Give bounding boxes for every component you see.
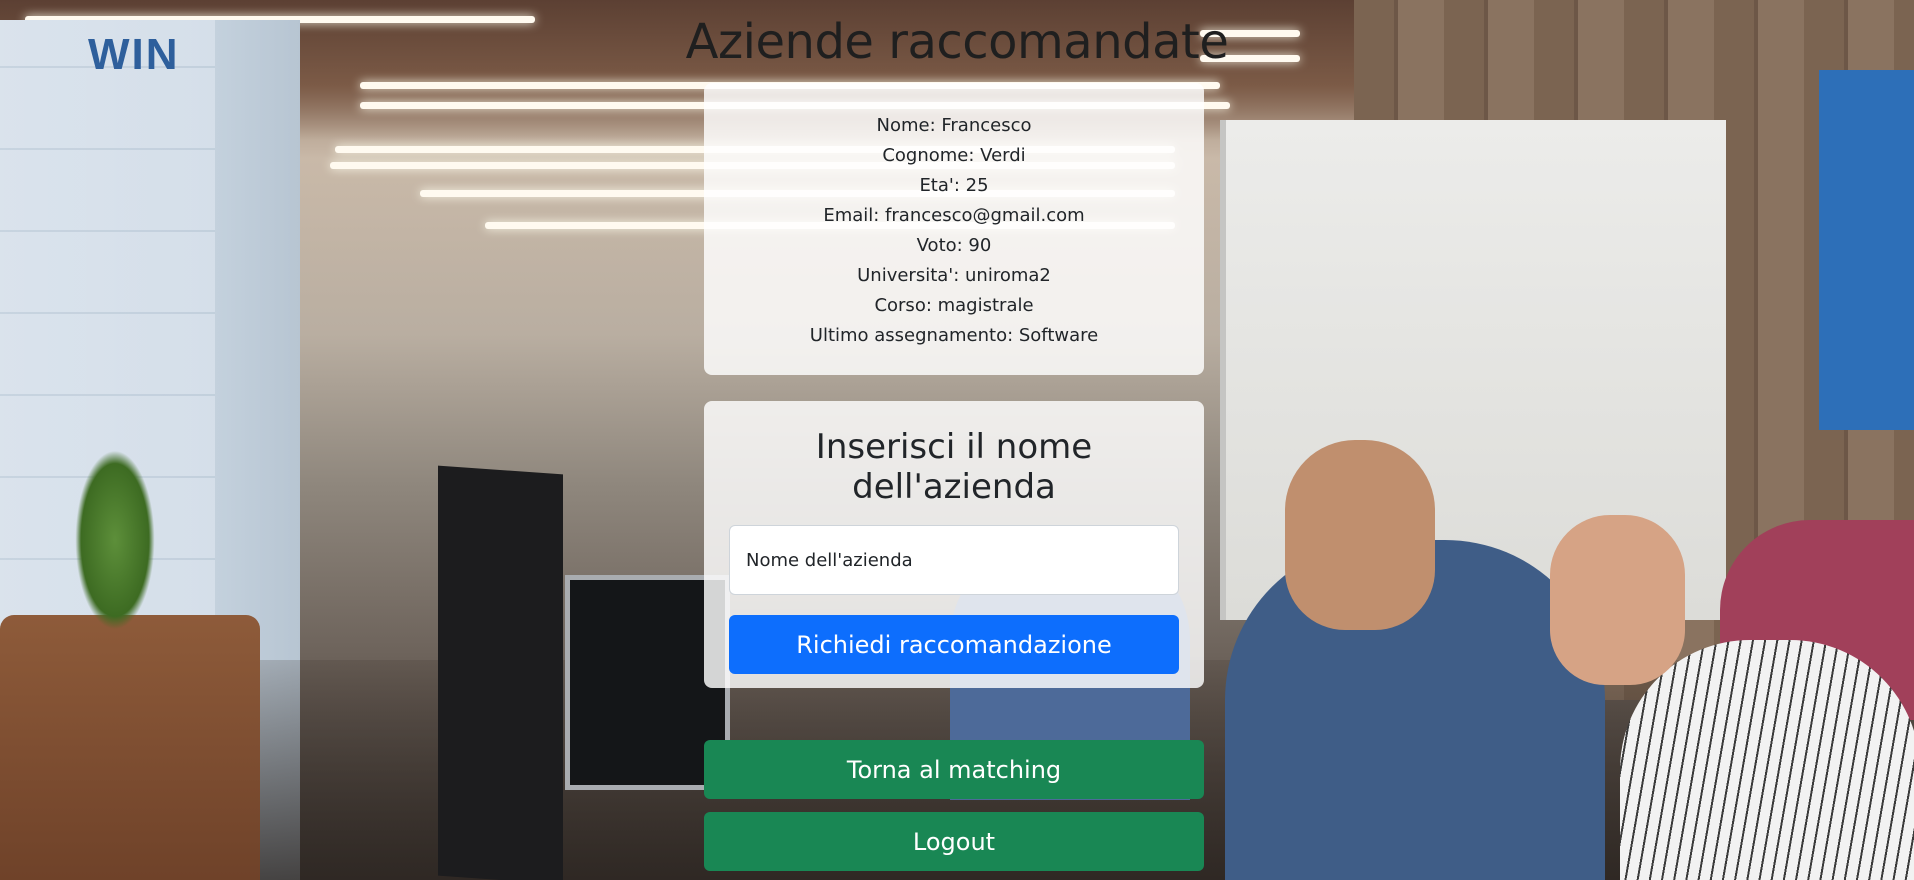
profile-course: Corso: magistrale — [874, 295, 1034, 316]
profile-last-assignment: Ultimo assegnamento: Software — [809, 325, 1099, 346]
profile-university: Universita': uniroma2 — [857, 265, 1051, 286]
bg-plant — [75, 450, 155, 630]
bg-monitor — [438, 465, 563, 880]
company-name-input[interactable] — [729, 525, 1179, 595]
bg-ceiling-light — [1200, 55, 1300, 62]
profile-name: Nome: Francesco — [876, 115, 1032, 136]
bg-ceiling-light — [25, 16, 535, 23]
profile-card: Nome: Francesco Cognome: Verdi Eta': 25 … — [704, 83, 1204, 375]
form-title: Inserisci il nome dell'azienda — [815, 427, 1093, 507]
profile-surname: Cognome: Verdi — [882, 145, 1026, 166]
recommendation-form: Inserisci il nome dell'azienda Richiedi … — [704, 401, 1204, 688]
profile-email: Email: francesco@gmail.com — [823, 205, 1085, 226]
bg-person — [1620, 640, 1914, 880]
request-recommendation-button[interactable]: Richiedi raccomandazione — [729, 615, 1179, 674]
bg-ceiling-light — [1200, 30, 1300, 37]
bg-sofa — [0, 615, 260, 880]
bg-laptop — [565, 575, 730, 790]
profile-grade: Voto: 90 — [916, 235, 992, 256]
bg-wall-text: WIN — [88, 30, 180, 79]
bg-person-head — [1285, 440, 1435, 630]
bg-blue-poster — [1819, 70, 1914, 430]
profile-age: Eta': 25 — [919, 175, 989, 196]
bg-person-head — [1550, 515, 1685, 685]
logout-button[interactable]: Logout — [704, 812, 1204, 871]
page-title: Aziende raccomandate — [685, 14, 1229, 70]
back-to-matching-button[interactable]: Torna al matching — [704, 740, 1204, 799]
